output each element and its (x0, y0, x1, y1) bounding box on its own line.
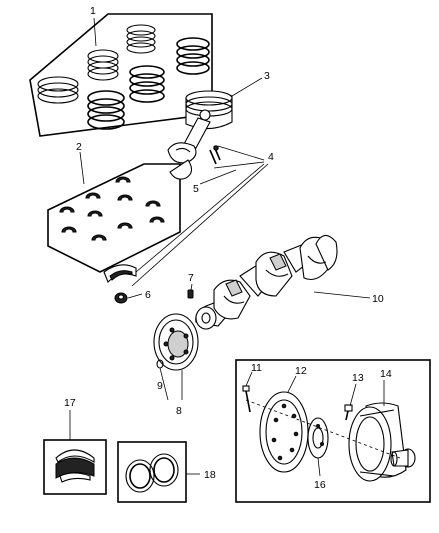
callout-7: 7 (188, 272, 194, 284)
callout-11: 11 (251, 362, 262, 374)
callout-17: 17 (64, 397, 76, 409)
ring-set-e (129, 65, 165, 103)
callout-13: 13 (352, 372, 364, 384)
callout-9: 9 (157, 380, 163, 392)
callout-4: 4 (268, 151, 274, 163)
callout-2: 2 (76, 141, 82, 153)
callout-18: 18 (204, 469, 216, 481)
pulley-bolt (344, 404, 353, 421)
leader-lines (69, 17, 385, 477)
callout-10: 10 (372, 293, 384, 305)
callout-labels: 1 2 3 4 5 6 7 8 9 10 11 12 13 14 16 17 1… (64, 5, 392, 491)
callout-6: 6 (145, 289, 151, 301)
crankshaft (195, 234, 338, 330)
thrust-washer-panel (117, 441, 187, 503)
washer-plate (307, 417, 329, 459)
rod-cap-lower (103, 264, 137, 283)
bearing-shells (59, 176, 165, 241)
piston-and-rod (167, 90, 233, 180)
ring-set-a (37, 76, 79, 104)
callout-12: 12 (295, 365, 307, 377)
callout-3: 3 (264, 70, 270, 82)
callout-8: 8 (176, 405, 182, 417)
callout-1: 1 (90, 5, 96, 17)
ring-set-c (126, 24, 156, 54)
ring-set-f (87, 90, 125, 130)
ring-set-d (176, 37, 210, 75)
ring-set-b (87, 49, 119, 81)
main-bearing-panel (43, 439, 107, 495)
damper-pulley (348, 402, 416, 482)
callout-14: 14 (380, 368, 392, 380)
rod-bearings-panel (47, 163, 181, 273)
piston-rings-panel (29, 13, 213, 137)
callout-5: 5 (193, 183, 199, 195)
rod-nut (114, 292, 128, 304)
damper-bolt (242, 385, 251, 413)
hub-plate (259, 391, 309, 473)
callout-16: 16 (314, 479, 326, 491)
damper-detail-panel (235, 359, 431, 503)
drive-plate (153, 313, 199, 371)
dowel-pin (187, 289, 194, 299)
